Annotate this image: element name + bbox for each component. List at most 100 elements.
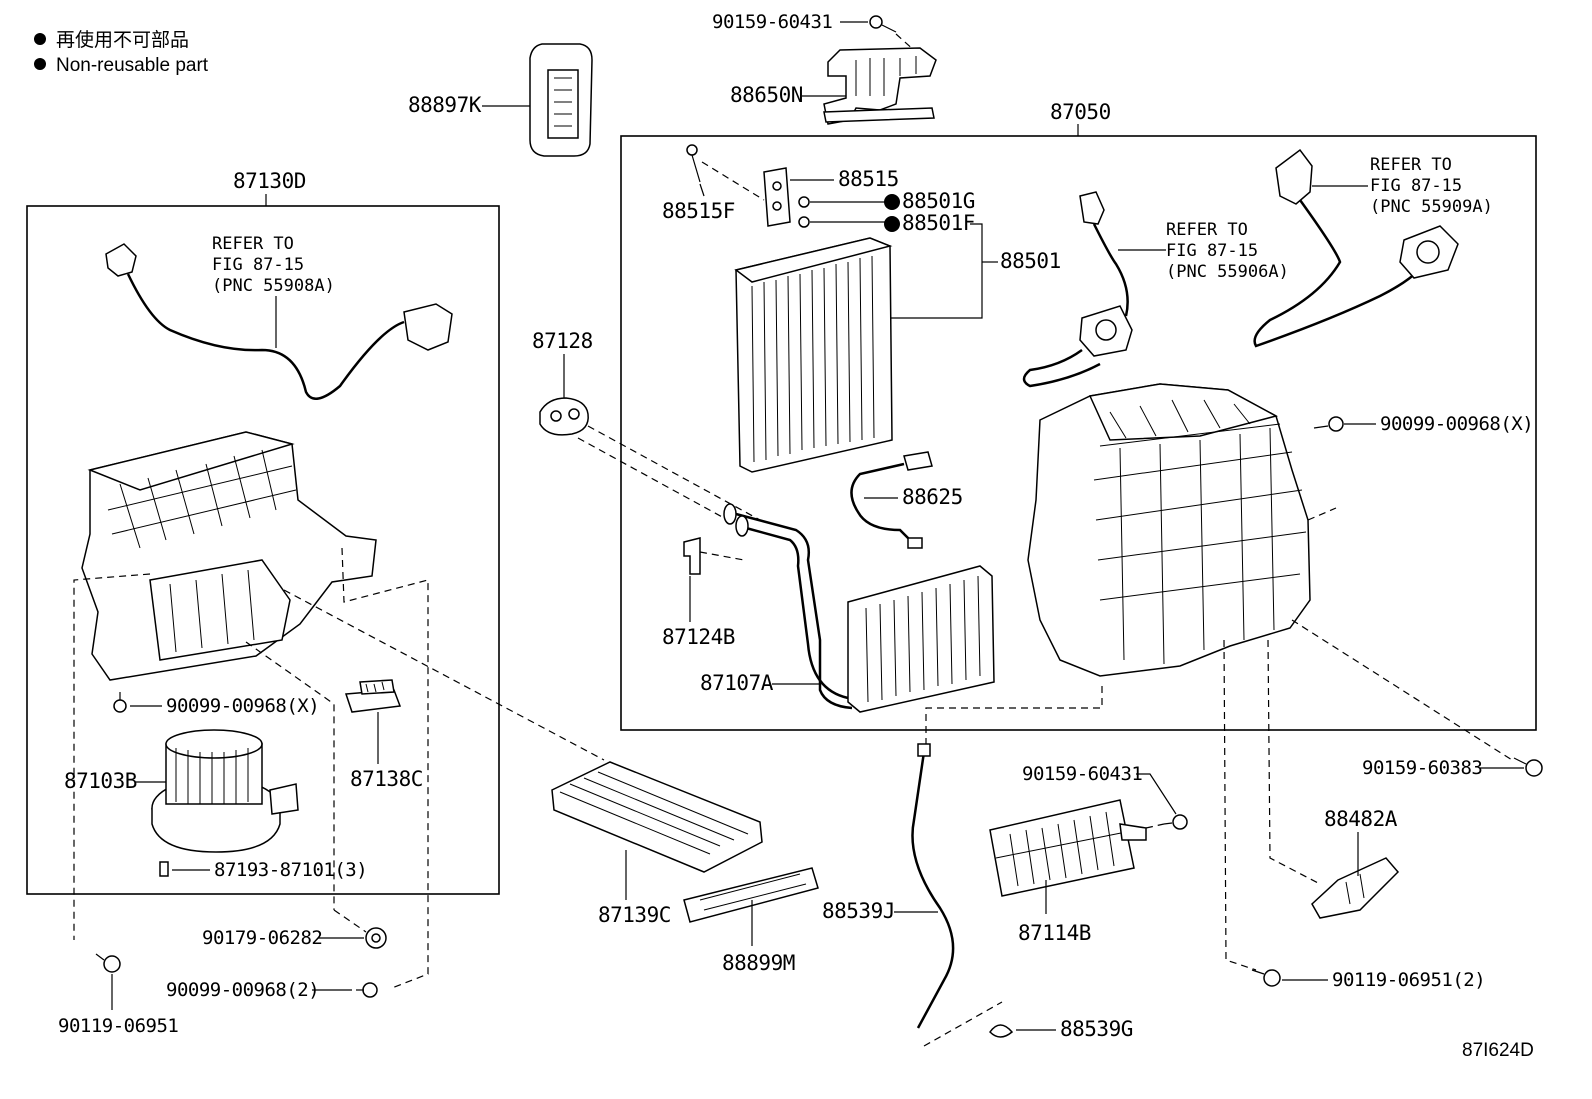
refer-blower-line2: FIG 87-15	[212, 255, 304, 275]
screw-icon	[686, 144, 701, 183]
screw-icon	[95, 953, 121, 973]
dashed-guide	[341, 547, 429, 989]
non-reusable-bullet	[884, 194, 900, 210]
part-87193-87101: 87193-87101(3)	[214, 859, 367, 881]
non-reusable-bullet	[34, 58, 46, 70]
drain-hose-icon	[911, 743, 955, 1029]
refer-evap-line3: (PNC 55906A)	[1166, 262, 1289, 282]
legend-japanese: 再使用不可部品	[56, 29, 189, 51]
part-88650N: 88650N	[730, 83, 803, 107]
part-87103B: 87103B	[64, 769, 137, 793]
leader	[890, 223, 983, 319]
dashed-guide	[577, 437, 747, 531]
wire-harness-icon	[105, 243, 453, 400]
part-88899M: 88899M	[722, 951, 795, 975]
screw-icon	[1251, 969, 1281, 987]
part-87124B: 87124B	[662, 625, 735, 649]
blower-motor-icon	[151, 729, 299, 853]
filter-cover-icon	[683, 867, 819, 923]
part-90099-00968-2: 90099-00968(2)	[166, 979, 319, 1001]
dashed-guide	[1267, 639, 1321, 885]
leader	[699, 183, 705, 197]
part-90159-60431-top: 90159-60431	[712, 11, 832, 33]
bracket-icon	[823, 47, 937, 125]
screw-icon	[1163, 814, 1188, 830]
refer-blower-line3: (PNC 55908A)	[212, 276, 335, 296]
screw-icon	[356, 982, 378, 998]
unit-assembly-label: 87050	[1050, 100, 1111, 124]
part-90099-00968-x-left: 90099-00968(X)	[166, 695, 319, 717]
dashed-guide	[925, 686, 1103, 744]
screw-icon	[869, 15, 897, 33]
grommet-icon	[989, 1024, 1014, 1038]
hvac-case-icon	[1027, 383, 1311, 677]
refer-evap-line1: REFER TO	[1166, 220, 1248, 240]
part-88897K: 88897K	[408, 93, 482, 117]
part-90159-60431-mid: 90159-60431	[1022, 763, 1142, 785]
leader	[1136, 773, 1177, 815]
o-ring-icon	[798, 216, 810, 228]
part-88515F: 88515F	[662, 199, 735, 223]
part-88501F: 88501F	[902, 211, 975, 235]
dashed-guide	[895, 33, 917, 53]
part-87114B: 87114B	[1018, 921, 1091, 945]
heater-core-icon	[723, 503, 995, 713]
resistor-icon	[344, 679, 402, 713]
non-reusable-bullet	[34, 33, 46, 45]
dashed-guide	[245, 641, 335, 910]
dashed-guide	[1307, 507, 1337, 521]
refer-mode-line2: FIG 87-15	[1370, 176, 1462, 196]
part-87138C: 87138C	[350, 767, 423, 791]
dashed-guide	[283, 589, 605, 761]
refer-evap-line2: FIG 87-15	[1166, 241, 1258, 261]
dashed-guide	[1145, 823, 1165, 829]
bracket-icon	[1311, 857, 1400, 919]
blower-assembly-label: 87130D	[233, 169, 306, 193]
expansion-valve-icon	[763, 167, 791, 227]
refer-mode-line3: (PNC 55909A)	[1370, 197, 1493, 217]
blower-housing-icon	[81, 431, 377, 681]
part-88539G: 88539G	[1060, 1017, 1133, 1041]
refer-mode-line1: REFER TO	[1370, 155, 1452, 175]
part-90099-00968-x-right: 90099-00968(X)	[1380, 413, 1533, 435]
part-90119-06951: 90119-06951	[58, 1015, 178, 1037]
dashed-guide	[1223, 639, 1257, 971]
grommet-icon	[539, 397, 589, 436]
dashed-guide	[1291, 619, 1513, 761]
o-ring-icon	[798, 196, 810, 208]
part-87139C: 87139C	[598, 903, 671, 927]
part-88515: 88515	[838, 167, 899, 191]
cabin-filter-icon	[551, 761, 763, 873]
part-88501: 88501	[1000, 249, 1061, 273]
screw-icon	[113, 692, 127, 713]
ptc-heater-icon	[989, 799, 1147, 897]
servo-motor-icon	[1253, 148, 1459, 348]
non-reusable-bullet	[884, 216, 900, 232]
servo-motor-icon	[1022, 191, 1133, 388]
part-87128: 87128	[532, 329, 593, 353]
clip-icon	[365, 927, 387, 949]
refer-blower-line1: REFER TO	[212, 234, 294, 254]
screw-icon	[1313, 416, 1344, 432]
dashed-guide	[587, 425, 761, 521]
screw-icon	[1513, 757, 1543, 777]
part-90159-60383: 90159-60383	[1362, 757, 1482, 779]
legend-english: Non-reusable part	[56, 55, 209, 76]
part-88625: 88625	[902, 485, 963, 509]
part-88482A: 88482A	[1324, 807, 1398, 831]
dashed-guide	[333, 909, 367, 933]
blower-assembly-frame	[26, 205, 500, 895]
part-90179-06282: 90179-06282	[202, 927, 322, 949]
legend: 再使用不可部品 Non-reusable part	[34, 29, 209, 76]
dashed-guide	[923, 1001, 1003, 1047]
screw-icon	[159, 861, 169, 877]
part-90119-06951-2: 90119-06951(2)	[1332, 969, 1485, 991]
clip-icon	[683, 537, 745, 575]
vent-grille-icon	[529, 43, 593, 157]
temperature-sensor-icon	[850, 451, 933, 549]
dashed-guide	[73, 573, 151, 940]
part-88539J: 88539J	[822, 899, 895, 923]
dashed-guide	[701, 161, 765, 201]
figure-code: 87I624D	[1462, 1040, 1534, 1061]
part-87107A: 87107A	[700, 671, 774, 695]
